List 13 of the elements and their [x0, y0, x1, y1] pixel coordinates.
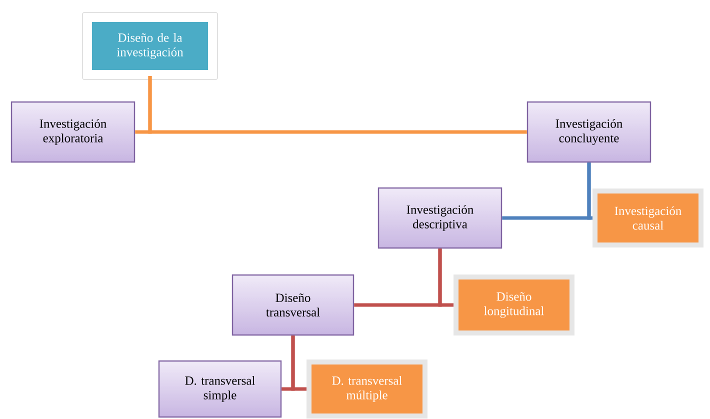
category-box: D. transversal múltiple	[306, 360, 428, 418]
category-box: Investigación causal	[592, 188, 704, 248]
process-box: Investigación descriptiva	[378, 187, 502, 249]
category-box: Diseño longitudinal	[454, 274, 574, 336]
connector-line	[587, 162, 592, 220]
connector-line	[148, 76, 527, 134]
process-box: Diseño transversal	[232, 274, 354, 336]
connector-line	[438, 248, 454, 307]
connector-line	[291, 336, 306, 391]
title-box: Diseño de la investigación	[82, 12, 218, 80]
process-box: D. transversal simple	[158, 360, 282, 418]
process-box: Investigación exploratoria	[10, 101, 136, 163]
process-box: Investigación concluyente	[526, 101, 652, 163]
